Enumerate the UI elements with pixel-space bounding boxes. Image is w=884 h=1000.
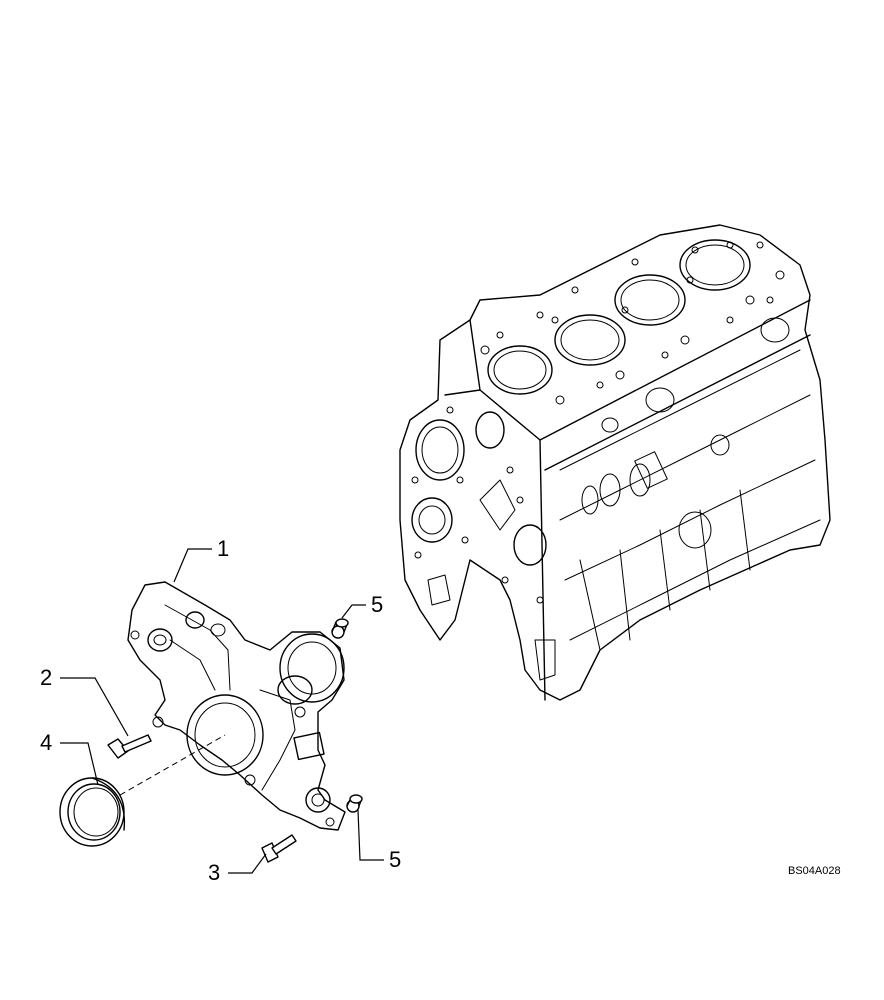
cylinder-bore-3 [614, 274, 686, 326]
callout-3: 3 [208, 860, 220, 885]
cylinder-bore-2 [554, 314, 626, 366]
timing-cover [127, 581, 346, 831]
engine-block [399, 224, 831, 701]
callout-4: 4 [40, 730, 52, 755]
callout-5-lower: 5 [389, 847, 401, 872]
dowel-pin-lower [346, 794, 363, 813]
dowel-pin-upper [331, 618, 349, 639]
seal-bore [186, 694, 264, 776]
reference-code: BS04A028 [788, 865, 841, 877]
oil-seal [59, 777, 126, 847]
cylinder-bore-4 [679, 239, 751, 291]
cylinder-bore-1 [487, 345, 553, 395]
bolt-2 [107, 734, 152, 759]
bolt-3 [261, 834, 297, 863]
callout-2: 2 [40, 665, 52, 690]
callout-5-upper: 5 [371, 592, 383, 617]
callout-1: 1 [217, 536, 229, 561]
